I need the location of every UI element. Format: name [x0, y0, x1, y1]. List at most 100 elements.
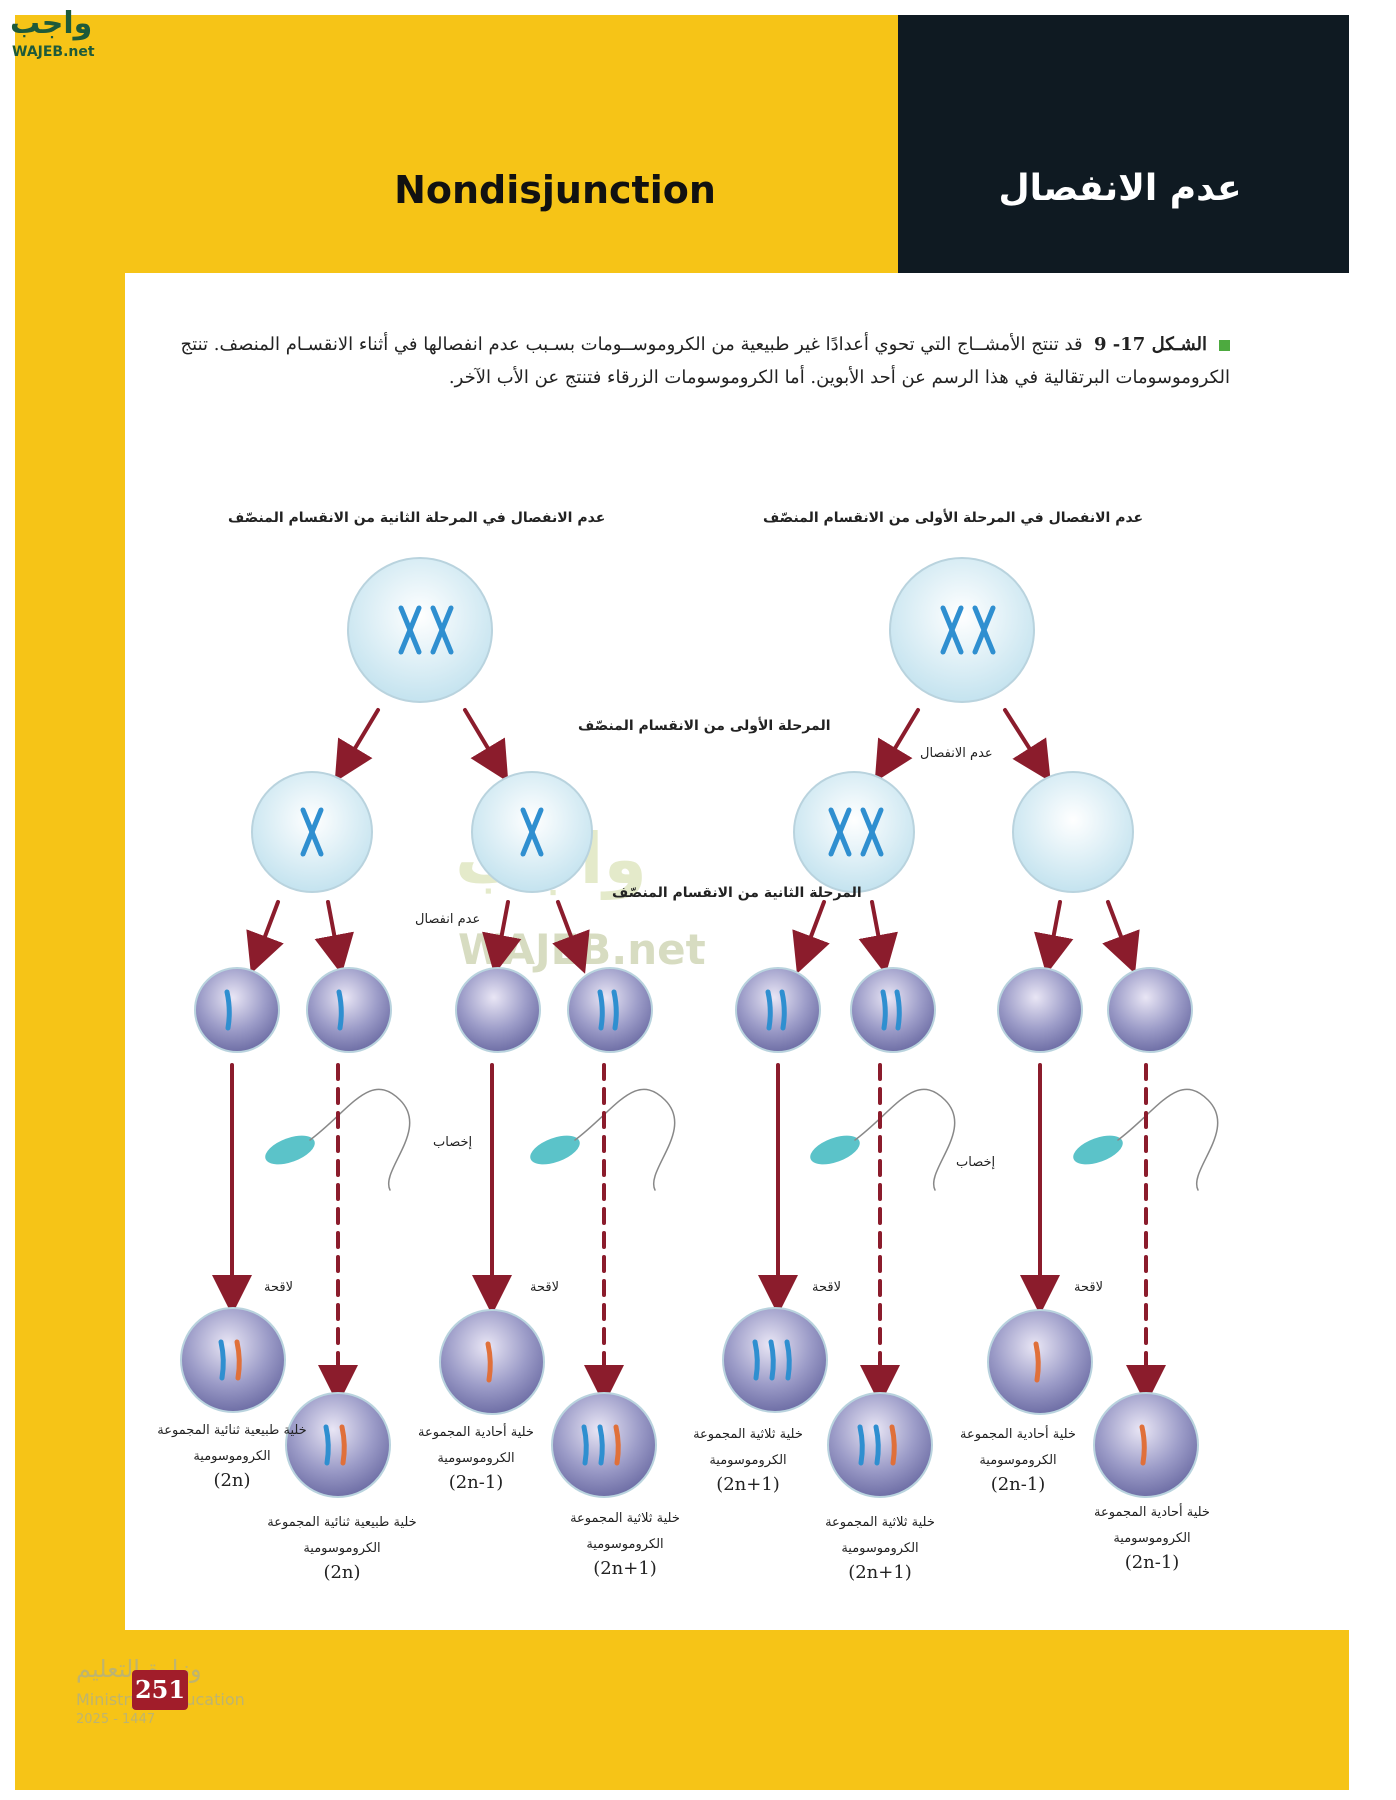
stage-meiosis1-label: المرحلة الأولى من الانقسام المنصّف — [578, 718, 831, 734]
caption-bullet-icon — [1219, 339, 1230, 351]
arrow — [334, 708, 380, 783]
zygote-label-4: لاقحة — [1074, 1280, 1103, 1295]
result-label: خلية طبيعية ثنائية المجموعة الكروموسومية… — [157, 1423, 307, 1491]
arrow — [792, 900, 830, 974]
chromosome — [581, 1424, 589, 1466]
sperm-tail — [854, 1088, 956, 1191]
chromosome — [398, 605, 422, 655]
chromosome — [611, 989, 619, 1031]
result-label: خلية أحادية المجموعة الكروموسومية(2n-1) — [418, 1425, 534, 1493]
arrow — [552, 900, 590, 974]
chromosome — [894, 989, 902, 1031]
chromosome — [860, 807, 884, 857]
chromosome — [613, 1424, 621, 1466]
parent-cell — [347, 557, 493, 703]
chromosome — [880, 989, 888, 1031]
chromosome — [218, 1339, 226, 1381]
result-label: خلية ثلاثية المجموعة الكروموسومية(2n+1) — [693, 1427, 803, 1495]
zygote-label-3: لاقحة — [812, 1280, 841, 1295]
chromosome — [1033, 1341, 1041, 1383]
gamete-cell — [455, 967, 541, 1053]
chromosome — [1139, 1424, 1147, 1466]
sperm — [810, 1135, 860, 1165]
parent-cell — [889, 557, 1035, 703]
page-number: 251 — [132, 1670, 188, 1710]
header-meiosis2: عدم الانفصال في المرحلة الثانية من الانق… — [228, 510, 606, 526]
sperm — [530, 1135, 580, 1165]
chromosome — [889, 1424, 897, 1466]
result-label: خلية ثلاثية المجموعة الكروموسومية(2n+1) — [570, 1511, 680, 1579]
gamete-cell — [850, 967, 936, 1053]
arrow — [463, 708, 509, 783]
gamete-cell — [997, 967, 1083, 1053]
arrow — [1034, 900, 1074, 975]
arrow — [1102, 900, 1140, 974]
sperm-tail — [1117, 1088, 1219, 1191]
chromosome — [430, 605, 454, 655]
gamete-cell — [567, 967, 653, 1053]
chromosome — [485, 1341, 493, 1383]
chromosome — [597, 1424, 605, 1466]
left-margin-band — [15, 273, 125, 1633]
header-meiosis1: عدم الانفصال في المرحلة الأولى من الانقس… — [763, 510, 1144, 526]
fertilization-label-2: إخصاب — [956, 1155, 996, 1170]
header-dark-panel — [898, 15, 1349, 273]
chromosome — [765, 989, 773, 1031]
chromosome — [234, 1339, 242, 1381]
chromosome — [300, 807, 324, 857]
sperm — [1073, 1135, 1123, 1165]
arrow — [874, 708, 920, 783]
gamete-cell — [306, 967, 392, 1053]
nondisjunction-label-2: عدم انفصال — [415, 912, 481, 927]
result-label: خلية أحادية المجموعة الكروموسومية(2n-1) — [1094, 1505, 1210, 1573]
chromosome — [597, 989, 605, 1031]
chromosome — [768, 1339, 776, 1381]
footer-band — [15, 1630, 1349, 1790]
chromosome — [520, 807, 544, 857]
chromosome — [784, 1339, 792, 1381]
chromosome — [339, 1424, 347, 1466]
sperm-tail — [309, 1088, 411, 1191]
zygote-label-2: لاقحة — [530, 1280, 559, 1295]
chromosome — [323, 1424, 331, 1466]
chromosome — [752, 1339, 760, 1381]
arrow — [858, 900, 898, 975]
logo: واجب — [10, 6, 93, 41]
zygote-label-1: لاقحة — [264, 1280, 293, 1295]
chromosome — [940, 605, 964, 655]
zygote-cell — [285, 1392, 391, 1498]
fertilization-label-1: إخصاب — [433, 1135, 473, 1150]
intermediate-cell — [793, 771, 915, 893]
result-label: خلية ثلاثية المجموعة الكروموسومية(2n+1) — [825, 1515, 935, 1583]
logo-subtext: WAJEB.net — [12, 44, 95, 60]
caption-text: قد تنتج الأمشــاج التي تحوي أعدادًا غير … — [180, 334, 1230, 389]
chromosome — [873, 1424, 881, 1466]
result-label: خلية أحادية المجموعة الكروموسومية(2n-1) — [960, 1427, 1076, 1495]
arrow — [482, 900, 522, 975]
arrow — [246, 900, 284, 974]
zygote-cell — [180, 1307, 286, 1413]
figure-caption: الشـكل 17- 9 قد تنتج الأمشــاج التي تحوي… — [160, 328, 1230, 395]
chromosome — [828, 807, 852, 857]
chromosome — [779, 989, 787, 1031]
ministry-year: 2025 - 1447 — [76, 1712, 156, 1727]
chromosome — [224, 989, 232, 1031]
figure-label: الشـكل 17- 9 — [1094, 334, 1207, 355]
chromosome — [857, 1424, 865, 1466]
gamete-cell — [1107, 967, 1193, 1053]
nondisjunction-diagram — [180, 557, 1219, 1498]
sperm-tail — [574, 1088, 676, 1191]
sperm — [265, 1135, 315, 1165]
result-label: خلية طبيعية ثنائية المجموعة الكروموسومية… — [267, 1515, 417, 1583]
chromosome — [972, 605, 996, 655]
page-title-en: Nondisjunction — [394, 168, 716, 212]
arrow — [1003, 708, 1051, 782]
gamete-cell — [735, 967, 821, 1053]
stage-meiosis2-label: المرحلة الثانية من الانقسام المنصّف — [612, 885, 862, 901]
gamete-cell — [194, 967, 280, 1053]
page-title-ar: عدم الانفصال — [998, 168, 1242, 209]
chromosome — [336, 989, 344, 1031]
intermediate-cell — [1012, 771, 1134, 893]
arrow — [314, 900, 354, 975]
nondisjunction-label-1: عدم الانفصال — [920, 746, 993, 761]
